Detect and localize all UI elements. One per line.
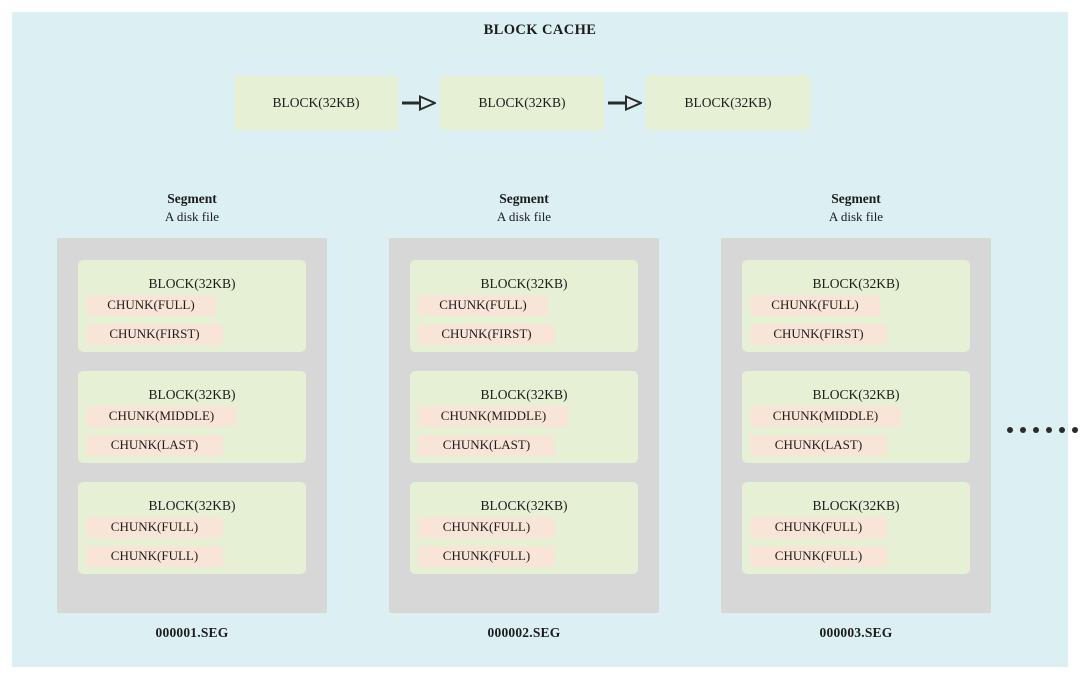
ellipsis-dot <box>1020 427 1026 433</box>
segment-block: BLOCK(32KB) CHUNK(FULL) CHUNK(FULL) <box>742 481 970 574</box>
segment-box: BLOCK(32KB)CHUNK(FULL)CHUNK(FIRST)BLOCK(… <box>57 237 327 613</box>
cache-block: BLOCK(32KB) <box>646 76 810 130</box>
ellipsis-dot <box>1046 427 1052 433</box>
segment-heading: Segment A disk file <box>389 190 659 225</box>
block-cache-chain: BLOCK(32KB) BLOCK(32KB) BLOCK(32KB) <box>234 76 810 130</box>
segment-filename: 000003.SEG <box>819 624 893 640</box>
cache-block: BLOCK(32KB) <box>440 76 604 130</box>
segment-block-label: BLOCK(32KB) <box>148 386 236 402</box>
chunk: CHUNK(FIRST) <box>418 323 555 345</box>
ellipsis-dot <box>1033 427 1039 433</box>
segment-block-label: BLOCK(32KB) <box>812 386 900 402</box>
segment-block-label: BLOCK(32KB) <box>812 497 900 513</box>
ellipsis-dot <box>1072 427 1078 433</box>
arrow-right-icon <box>604 76 646 130</box>
segment-box: BLOCK(32KB)CHUNK(FULL)CHUNK(FIRST)BLOCK(… <box>721 237 991 613</box>
segment-block-label: BLOCK(32KB) <box>148 275 236 291</box>
chunk: CHUNK(LAST) <box>750 434 887 456</box>
chunk: CHUNK(MIDDLE) <box>86 405 237 427</box>
ellipsis-dot <box>1007 427 1013 433</box>
chunk: CHUNK(LAST) <box>418 434 555 456</box>
segment-filename: 000001.SEG <box>155 624 229 640</box>
segment-block: BLOCK(32KB) CHUNK(MIDDLE) CHUNK(LAST) <box>78 370 306 463</box>
chunk: CHUNK(FULL) <box>86 516 223 538</box>
chunk: CHUNK(FULL) <box>750 294 880 316</box>
chunk: CHUNK(MIDDLE) <box>750 405 901 427</box>
segment-box: BLOCK(32KB)CHUNK(FULL)CHUNK(FIRST)BLOCK(… <box>389 237 659 613</box>
page-title: BLOCK CACHE <box>483 22 597 38</box>
chunk: CHUNK(FIRST) <box>750 323 887 345</box>
segment-filename: 000002.SEG <box>487 624 561 640</box>
ellipsis-dot <box>1059 427 1065 433</box>
segment-heading: Segment A disk file <box>57 190 327 225</box>
chunk: CHUNK(FULL) <box>418 545 555 567</box>
segment-heading-title: Segment <box>167 191 217 206</box>
segment-block-label: BLOCK(32KB) <box>812 275 900 291</box>
segment-heading-title: Segment <box>499 191 549 206</box>
segment-heading-subtitle: A disk file <box>164 208 220 224</box>
segment-block: BLOCK(32KB) CHUNK(FULL) CHUNK(FULL) <box>78 481 306 574</box>
segment-heading-title: Segment <box>831 191 881 206</box>
segment-block-label: BLOCK(32KB) <box>480 386 568 402</box>
cache-block: BLOCK(32KB) <box>234 76 398 130</box>
segment-block: BLOCK(32KB) CHUNK(FULL) CHUNK(FIRST) <box>410 259 638 352</box>
segment-heading: Segment A disk file <box>721 190 991 225</box>
segment-block: BLOCK(32KB) CHUNK(FULL) CHUNK(FIRST) <box>742 259 970 352</box>
segment-block-label: BLOCK(32KB) <box>480 497 568 513</box>
chunk: CHUNK(FULL) <box>750 516 887 538</box>
segment-block: BLOCK(32KB) CHUNK(MIDDLE) CHUNK(LAST) <box>742 370 970 463</box>
segment-heading-subtitle: A disk file <box>496 208 552 224</box>
diagram-canvas: BLOCK CACHE BLOCK(32KB)BLOCK(32KB)BLOCK(… <box>12 12 1078 667</box>
chunk: CHUNK(FULL) <box>86 294 216 316</box>
chunk: CHUNK(FULL) <box>418 516 555 538</box>
chunk: CHUNK(FULL) <box>750 545 887 567</box>
segment-heading-subtitle: A disk file <box>828 208 884 224</box>
chunk: CHUNK(LAST) <box>86 434 223 456</box>
chunk: CHUNK(FULL) <box>418 294 548 316</box>
segment-block: BLOCK(32KB) CHUNK(MIDDLE) CHUNK(LAST) <box>410 370 638 463</box>
more-segments-ellipsis <box>1007 427 1078 433</box>
chunk: CHUNK(FIRST) <box>86 323 223 345</box>
segment-block: BLOCK(32KB) CHUNK(FULL) CHUNK(FULL) <box>410 481 638 574</box>
segment-block-label: BLOCK(32KB) <box>480 275 568 291</box>
segment-block-label: BLOCK(32KB) <box>148 497 236 513</box>
chunk: CHUNK(FULL) <box>86 545 223 567</box>
segment-block: BLOCK(32KB) CHUNK(FULL) CHUNK(FIRST) <box>78 259 306 352</box>
arrow-right-icon <box>398 76 440 130</box>
chunk: CHUNK(MIDDLE) <box>418 405 569 427</box>
